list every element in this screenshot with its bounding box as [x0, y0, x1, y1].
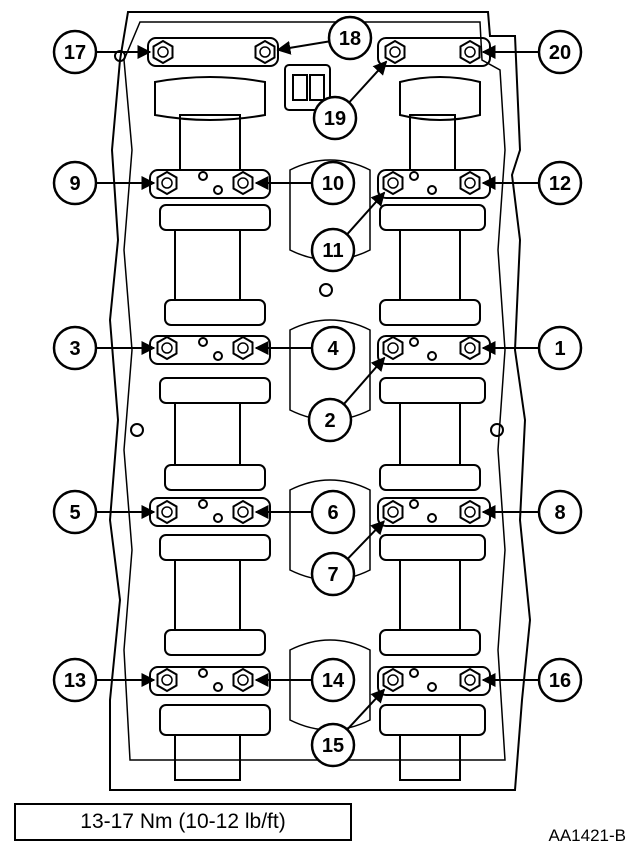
bolt-head-20 — [459, 39, 481, 65]
bolt-callout-number: 17 — [64, 42, 86, 64]
leader-line-7 — [346, 520, 385, 560]
bolt-head-14 — [232, 667, 254, 693]
bearing-cap-rows — [147, 37, 491, 696]
bolt-callout-number: 14 — [322, 670, 345, 692]
bolt-callout-2: 2 — [307, 397, 353, 443]
bolt-callout-number: 10 — [322, 173, 344, 195]
bolt-callout-19: 19 — [312, 95, 358, 141]
bolt-callout-3: 3 — [52, 325, 98, 371]
bolt-callout-number: 20 — [549, 42, 571, 64]
bolt-callout-number: 16 — [549, 670, 571, 692]
bolt-head-13 — [156, 667, 178, 693]
bolt-callout-number: 15 — [322, 735, 344, 757]
bolt-callout-15: 15 — [310, 722, 356, 768]
bolt-callout-7: 7 — [310, 551, 356, 597]
leader-line-15 — [346, 688, 386, 731]
callout-leaders — [96, 40, 539, 731]
bolt-callout-8: 8 — [537, 489, 583, 535]
bolt-callout-13: 13 — [52, 657, 98, 703]
bolt-head-18 — [254, 39, 276, 65]
bolt-callout-number: 6 — [327, 502, 338, 524]
leader-line-19 — [348, 60, 388, 104]
bolt-callout-1: 1 — [537, 325, 583, 371]
torque-spec-box: 13-17 Nm (10-12 lb/ft) — [14, 803, 352, 841]
bolt-head-7 — [382, 499, 404, 525]
bolt-callout-number: 12 — [549, 173, 571, 195]
sensor-housing — [284, 64, 331, 111]
bolt-callout-5: 5 — [52, 489, 98, 535]
bolt-callout-20: 20 — [537, 29, 583, 75]
bolt-head-15 — [382, 667, 404, 693]
bolt-callout-12: 12 — [537, 160, 583, 206]
bolt-callout-6: 6 — [310, 489, 356, 535]
bolt-head-11 — [382, 170, 404, 196]
bolt-head-5 — [156, 499, 178, 525]
bolt-head-17 — [152, 39, 174, 65]
camshaft-right — [379, 76, 486, 781]
bolt-callout-number: 2 — [324, 410, 335, 432]
bolt-callout-11: 11 — [310, 227, 356, 273]
bolt-callout-number: 13 — [64, 670, 86, 692]
leader-line-18 — [276, 40, 330, 55]
bolt-head-4 — [232, 335, 254, 361]
bolt-callout-number: 8 — [554, 502, 565, 524]
bolt-head-16 — [459, 667, 481, 693]
leader-line-2 — [343, 356, 386, 405]
bolt-heads — [152, 39, 481, 693]
bolt-head-1 — [459, 335, 481, 361]
bolt-callout-10: 10 — [310, 160, 356, 206]
bolt-callout-17: 17 — [52, 29, 98, 75]
bolt-head-3 — [156, 335, 178, 361]
bolt-callout-number: 19 — [324, 108, 346, 130]
bolt-head-12 — [459, 170, 481, 196]
bolt-head-10 — [232, 170, 254, 196]
bolt-head-8 — [459, 499, 481, 525]
figure-code: AA1421-B — [548, 826, 627, 845]
bolt-head-2 — [382, 335, 404, 361]
torque-spec-text: 13-17 Nm (10-12 lb/ft) — [80, 810, 286, 833]
camshaft-left — [154, 76, 271, 781]
leader-line-11 — [346, 191, 386, 236]
bolt-head-9 — [156, 170, 178, 196]
bolt-callout-number: 7 — [327, 564, 338, 586]
bolt-head-19 — [384, 39, 406, 65]
bolt-callout-number: 11 — [322, 240, 343, 262]
bolt-callout-number: 4 — [327, 338, 339, 360]
bolt-callout-4: 4 — [310, 325, 356, 371]
bolt-callout-16: 16 — [537, 657, 583, 703]
bolt-callout-number: 3 — [69, 338, 80, 360]
spark-plug-wells — [289, 159, 371, 731]
bolt-callout-number: 18 — [339, 28, 361, 50]
bolt-callout-number: 1 — [554, 338, 565, 360]
bolt-callout-number: 9 — [69, 173, 80, 195]
bolt-callout-18: 18 — [327, 15, 373, 61]
bolt-head-6 — [232, 499, 254, 525]
bolt-callout-9: 9 — [52, 160, 98, 206]
bolt-callout-14: 14 — [310, 657, 356, 703]
bolt-callout-number: 5 — [69, 502, 80, 524]
cylinder-head-outline — [108, 11, 532, 791]
